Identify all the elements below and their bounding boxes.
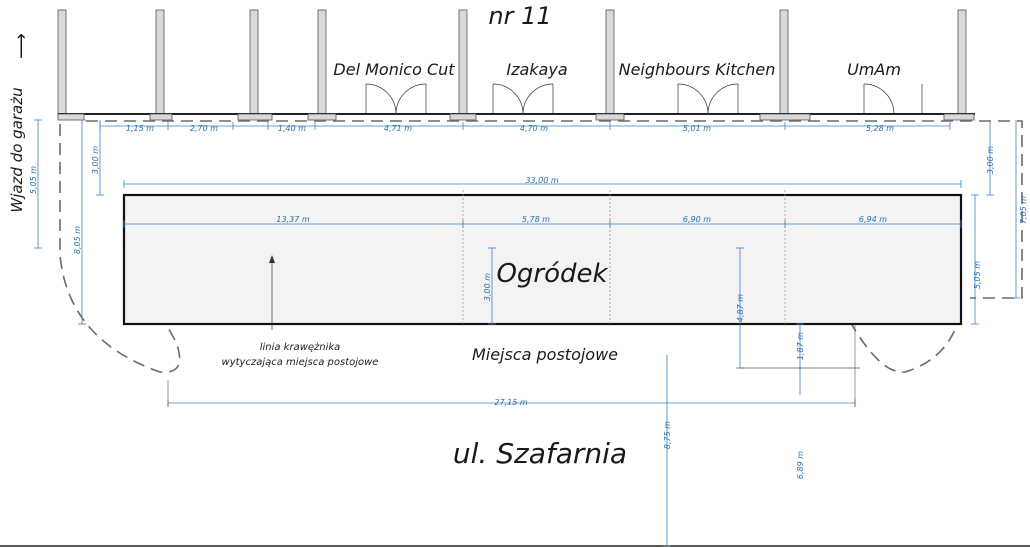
street-label: ul. Szafarnia <box>453 437 627 470</box>
dim-label: 5,78 m <box>522 215 550 224</box>
dim-label: 5,05 m <box>973 261 982 289</box>
dim-label: 1,40 m <box>278 124 306 133</box>
dim-label: 4,71 m <box>384 124 412 133</box>
door-umam <box>863 83 923 115</box>
right-vertical-dimensions: 3,00 m 7,05 m 5,05 m <box>971 120 1028 325</box>
dim-label: 3,00 m <box>91 146 100 174</box>
facade-dimensions: 1,15 m 2,70 m 1,40 m 4,71 m 4,70 m 5,01 … <box>99 122 951 133</box>
dim-label: 4,87 m <box>736 294 745 322</box>
dim-label: 8,05 m <box>73 226 82 254</box>
garden-label: Ogródek <box>496 259 608 289</box>
dim-label: 6,89 m <box>796 451 805 479</box>
dim-label: 3,00 m <box>483 273 492 301</box>
column <box>957 9 967 115</box>
garden-width-dimension: 33,00 m <box>123 176 962 188</box>
column <box>458 9 468 115</box>
dim-label: 4,70 m <box>520 124 548 133</box>
parking-label: Miejsca postojowe <box>472 345 618 364</box>
column <box>249 9 259 115</box>
dim-label: 7,05 m <box>1019 196 1028 224</box>
door-del-monico <box>365 83 427 115</box>
dim-label: 5,05 m <box>29 166 38 194</box>
restaurant-label: UmAm <box>847 60 901 79</box>
curb-note-line: linia krawężnika <box>260 342 341 353</box>
dim-label: 2,70 m <box>190 124 218 133</box>
street-depth-dimension: 8,75 m 6,89 m <box>663 355 805 547</box>
inner-height-dimension: 3,00 m <box>483 247 496 325</box>
garden-area <box>122 193 963 326</box>
column <box>57 9 67 115</box>
garage-entrance-label: Wjazd do garażu <box>8 87 26 212</box>
restaurant-label: Neighbours Kitchen <box>619 60 776 79</box>
dim-label: 27,15 m <box>494 398 527 407</box>
dim-label: 1,87 m <box>796 332 805 360</box>
door-izakaya <box>492 83 554 115</box>
dim-label: 5,28 m <box>866 124 894 133</box>
dim-label: 5,01 m <box>683 124 711 133</box>
facade-pads <box>57 113 975 121</box>
door-neighbours <box>677 83 739 115</box>
garage-arrow-icon: ⟶ <box>11 33 32 59</box>
dim-label: 3,00 m <box>986 146 995 174</box>
curb-outline <box>59 120 1023 373</box>
column <box>317 9 327 115</box>
parking-dimensions: 4,87 m 1,87 m <box>736 247 860 395</box>
curb-note: linia krawężnika wytyczająca miejsca pos… <box>222 255 379 368</box>
dim-label: 8,75 m <box>663 421 672 449</box>
dim-label: 6,94 m <box>859 215 887 224</box>
garden-segment-dimensions: 13,37 m 5,78 m 6,90 m 6,94 m <box>123 215 962 228</box>
curb-note-line: wytyczająca miejsca postojowe <box>222 357 379 368</box>
building-number: nr 11 <box>488 2 551 30</box>
restaurant-label: Del Monico Cut <box>333 60 455 79</box>
dim-label: 33,00 m <box>525 176 558 185</box>
dim-label: 6,90 m <box>683 215 711 224</box>
left-vertical-dimensions: 5,05 m 8,05 m 3,00 m <box>29 119 104 325</box>
building-columns <box>57 9 967 115</box>
dim-label: 1,15 m <box>126 124 154 133</box>
restaurant-label: Izakaya <box>506 60 567 79</box>
curb-length-dimension: 27,15 m <box>167 324 856 407</box>
column <box>779 9 789 115</box>
column <box>605 9 615 115</box>
dim-label: 13,37 m <box>276 215 309 224</box>
column <box>155 9 165 115</box>
doors <box>365 83 923 115</box>
